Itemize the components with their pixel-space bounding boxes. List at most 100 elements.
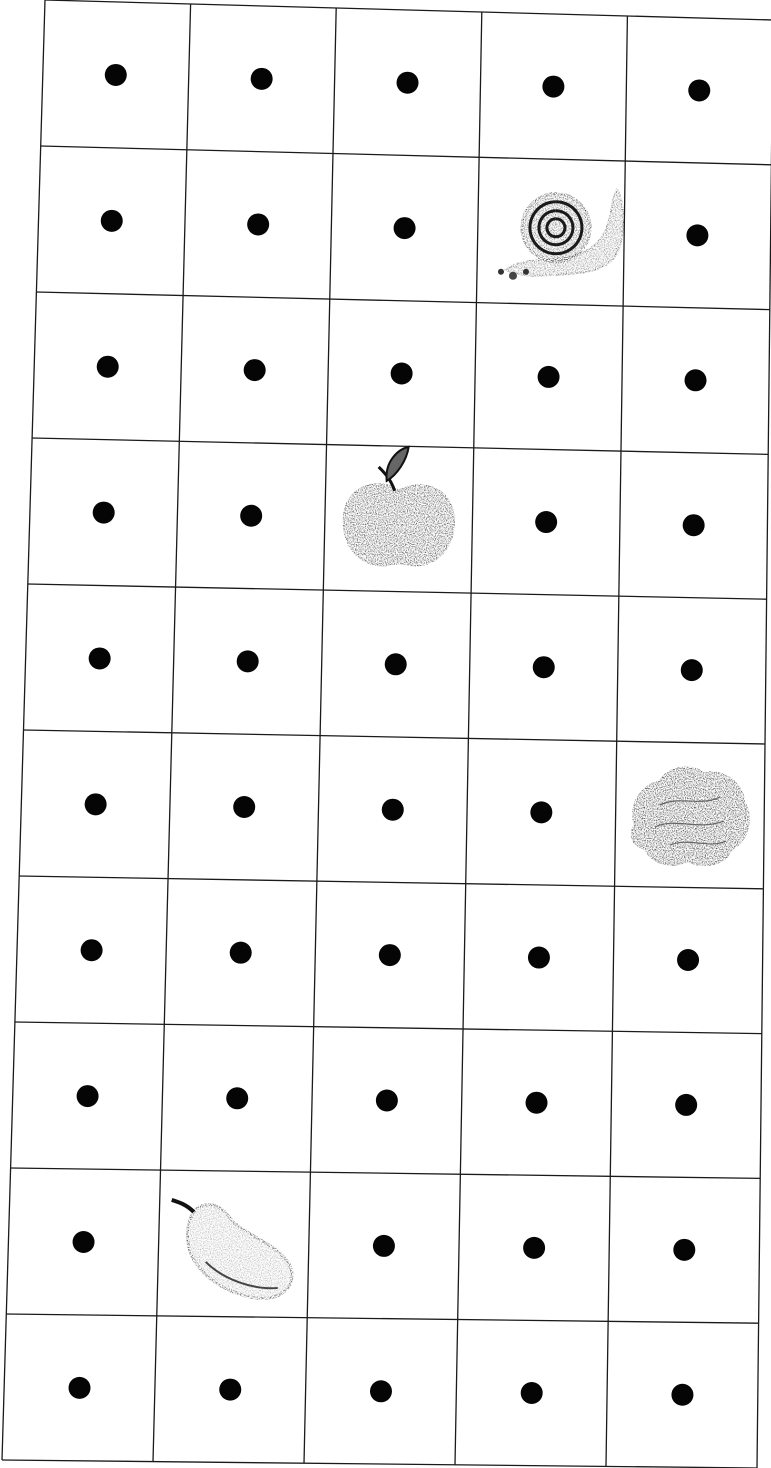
dot-marker (226, 1087, 248, 1109)
dot-marker (81, 939, 103, 961)
grid-horizontal-line (19, 876, 763, 889)
grid-cell (370, 1380, 392, 1402)
grid-cell (93, 502, 115, 524)
grid-cell (685, 369, 707, 391)
dot-marker (397, 72, 419, 94)
grid-horizontal-line (11, 1168, 761, 1178)
grid-cell (632, 768, 749, 866)
grid-cell (397, 72, 419, 94)
dot-marker (247, 213, 269, 235)
grid-cell (681, 659, 703, 681)
grid-cell (85, 793, 107, 815)
dot-marker (681, 659, 703, 681)
dot-marker (688, 79, 710, 101)
grid-cell (237, 650, 259, 672)
dot-marker (73, 1231, 95, 1253)
apple-image (344, 447, 454, 566)
grid-cell (247, 213, 269, 235)
grid-cells (69, 64, 749, 1406)
dot-marker (237, 650, 259, 672)
dot-marker (101, 210, 123, 232)
grid-cell (81, 939, 103, 961)
dot-marker (528, 947, 550, 969)
dot-marker (379, 944, 401, 966)
grid-cell (523, 1237, 545, 1259)
grid-horizontal-line (45, 0, 771, 20)
grid-cell (391, 363, 413, 385)
dot-marker (686, 224, 708, 246)
dot-marker (385, 653, 407, 675)
grid-cell (226, 1087, 248, 1109)
dot-marker (376, 1090, 398, 1112)
grid-cell (97, 356, 119, 378)
dot-marker (373, 1235, 395, 1257)
dot-marker (85, 793, 107, 815)
grid-cell (230, 942, 252, 964)
grid-cell (394, 217, 416, 239)
grid-cell (251, 68, 273, 90)
dot-marker (535, 511, 557, 533)
grid-horizontal-line (2, 1460, 757, 1468)
dot-marker (219, 1379, 241, 1401)
dot-marker (77, 1085, 99, 1107)
dot-marker (523, 1237, 545, 1259)
grid-cell (77, 1085, 99, 1107)
grid-cell (69, 1377, 91, 1399)
grid-cell (538, 366, 560, 388)
dot-marker (251, 68, 273, 90)
grid-horizontal-line (15, 1022, 762, 1034)
grid-cell (677, 949, 699, 971)
grid-cell (172, 1200, 292, 1298)
grid-cell (73, 1231, 95, 1253)
grid-cell (344, 447, 454, 566)
grid-horizontal-line (28, 584, 767, 599)
dot-marker (240, 505, 262, 527)
grid-cell (105, 64, 127, 86)
dot-marker (683, 514, 705, 536)
grid-cell (533, 656, 555, 678)
dot-marker (382, 799, 404, 821)
dot-marker (394, 217, 416, 239)
grid-cell (240, 505, 262, 527)
dot-marker (526, 1092, 548, 1114)
dot-marker (370, 1380, 392, 1402)
grid-cell (89, 647, 111, 669)
grid-cell (530, 801, 552, 823)
dot-marker (230, 942, 252, 964)
dot-marker (69, 1377, 91, 1399)
grid-cell (385, 653, 407, 675)
dot-marker (233, 796, 255, 818)
dot-marker (521, 1382, 543, 1404)
grid-cell (373, 1235, 395, 1257)
dot-marker (675, 1094, 697, 1116)
grid-cell (379, 944, 401, 966)
dot-marker (673, 1239, 695, 1261)
grid-horizontal-line (36, 292, 769, 310)
grid-cell (526, 1092, 548, 1114)
leafy-bush-image (632, 768, 749, 866)
dot-marker (671, 1384, 693, 1406)
dot-marker (542, 76, 564, 98)
dot-marker (89, 647, 111, 669)
grid-cell (675, 1094, 697, 1116)
grid-horizontal-line (41, 146, 771, 165)
dot-marker (538, 366, 560, 388)
grid-horizontal-line (6, 1314, 758, 1323)
dot-marker (685, 369, 707, 391)
grid-cell (671, 1384, 693, 1406)
grid-cell (376, 1090, 398, 1112)
grid-cell (244, 359, 266, 381)
grid-cell (688, 79, 710, 101)
grid-cell (233, 796, 255, 818)
dot-marker (533, 656, 555, 678)
grid-cell (542, 76, 564, 98)
grid-cell (535, 511, 557, 533)
grid-cell (528, 947, 550, 969)
dot-marker (105, 64, 127, 86)
grid-cell (219, 1379, 241, 1401)
grid-cell (686, 224, 708, 246)
dot-marker (244, 359, 266, 381)
grid-cell (101, 210, 123, 232)
grid-horizontal-line (24, 730, 766, 744)
